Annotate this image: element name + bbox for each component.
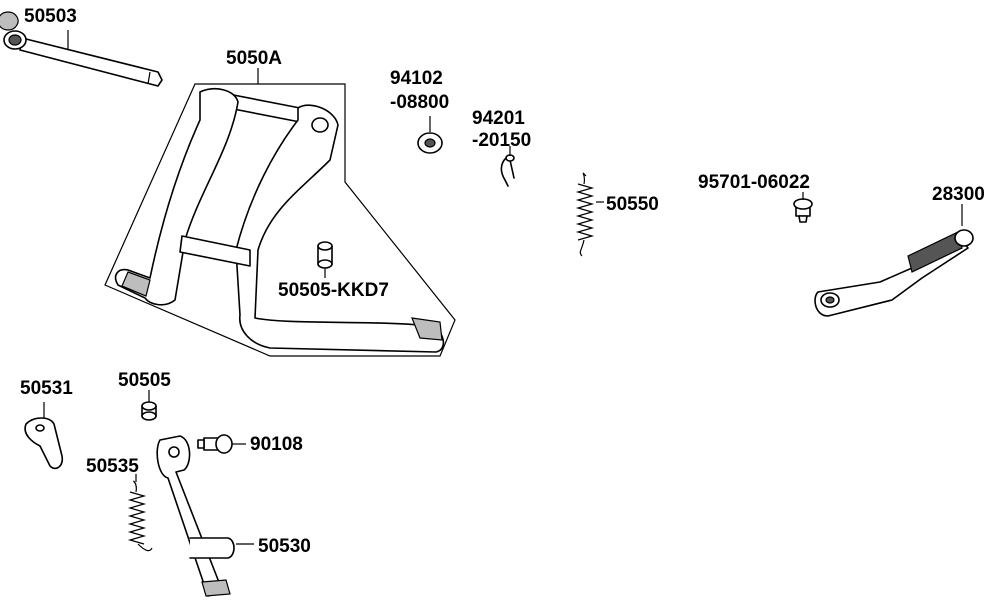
part-50503-rod[interactable] (0, 11, 163, 87)
label-50505: 50505 (118, 370, 171, 391)
part-50550-spring[interactable] (575, 172, 595, 257)
label-28300: 28300 (932, 184, 985, 205)
label-50503: 50503 (24, 6, 77, 27)
label-94102-b: -08800 (390, 92, 449, 113)
part-50505-KKD7-bushing[interactable] (317, 241, 333, 269)
label-50531: 50531 (20, 378, 73, 399)
label-94201-a: 94201 (472, 108, 525, 129)
part-95701-06022-bolt[interactable] (793, 198, 813, 223)
label-94201-b: -20150 (472, 130, 531, 151)
part-94102-08800-washer[interactable] (417, 132, 443, 154)
label-50505-KKD7: 50505-KKD7 (278, 280, 389, 301)
part-50505-bushing[interactable] (141, 401, 157, 421)
part-94201-20150-cotter-pin[interactable] (500, 154, 515, 187)
label-50535: 50535 (86, 456, 139, 477)
part-5050A-main-stand[interactable] (104, 83, 456, 357)
label-94102-a: 94102 (390, 68, 443, 89)
label-5050A: 5050A (226, 48, 282, 69)
part-50531-bracket[interactable] (24, 417, 64, 470)
part-90108-bolt[interactable] (197, 434, 233, 454)
label-90108: 90108 (250, 434, 303, 455)
part-50530-side-stand[interactable] (156, 435, 235, 597)
label-50550: 50550 (606, 194, 659, 215)
part-28300-kick-arm[interactable] (814, 229, 974, 317)
label-95701-06022: 95701-06022 (698, 172, 810, 193)
part-50535-spring[interactable] (127, 480, 153, 552)
label-50530: 50530 (258, 536, 311, 557)
